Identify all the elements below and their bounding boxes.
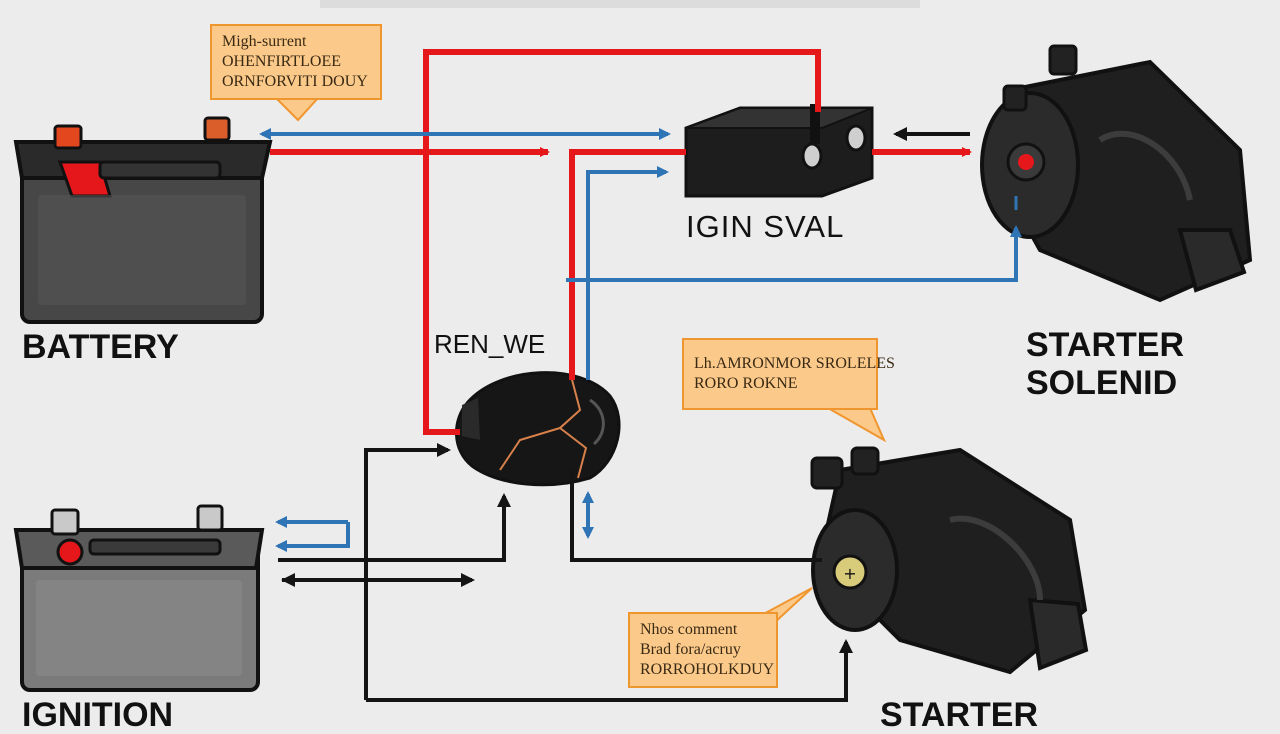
callout-pointer-middle [824,407,887,443]
callout-pointer-top [273,97,321,122]
callout-line: Brad fora/acruy [640,641,741,658]
relay-to-switch-wire [569,149,686,380]
callout-line: OHENFIRTLOEE [222,53,342,70]
svg-text:+: + [843,564,856,583]
power-wires [270,49,972,435]
starter-solenoid-label-line2: SOLENID [1026,364,1178,402]
ignition-battery [13,504,265,692]
ignition-switch-label: IGIN SVAL [686,209,845,244]
callout-starter-note: Nhos comment Brad fora/acruy RORROHOLKDU… [628,612,778,688]
ignition-to-starter-wire [366,639,853,702]
callout-line: ORNFORVITI DOUY [222,73,368,90]
signal-wires [259,128,1022,552]
relay-to-starter-wire [570,470,822,562]
ignition-signal-bracket [275,522,350,552]
relay-to-solenoid-signal [566,225,1022,282]
control-wires [278,127,970,702]
starter-motor: + [810,446,1089,675]
ignition-switch [684,104,874,198]
battery-positive-terminal [53,124,83,150]
relay-loop-wire [423,49,821,435]
top-bar [320,0,920,8]
callout-line: RORROHOLKDUY [640,661,775,678]
callout-relay-note: Lh.AMRONMOR SROLELES RORO ROKNE [682,338,895,410]
battery [13,116,273,324]
ignition-to-relay-feed [278,493,511,562]
starter-solenoid [980,44,1253,303]
battery-label: BATTERY [22,328,179,366]
callout-line: Nhos comment [640,621,738,638]
callout-high-current: Migh-surrent OHENFIRTLOEE ORNFORVITI DOU… [210,24,382,100]
ignition-label: IGNITION [22,696,174,734]
battery-negative-terminal [203,116,231,142]
callout-line: RORO ROKNE [694,375,798,392]
ignition-to-relay-wire [364,443,451,700]
starter-label: STARTER [880,696,1039,734]
relay-label: REN_WE [434,329,546,359]
callout-line: Migh-surrent [222,33,307,50]
relay-signal-wire [586,166,669,380]
relay [455,371,621,487]
starter-solenoid-label-line1: STARTER [1026,326,1185,364]
callout-line: Lh.AMRONMOR SROLELES [694,355,895,372]
